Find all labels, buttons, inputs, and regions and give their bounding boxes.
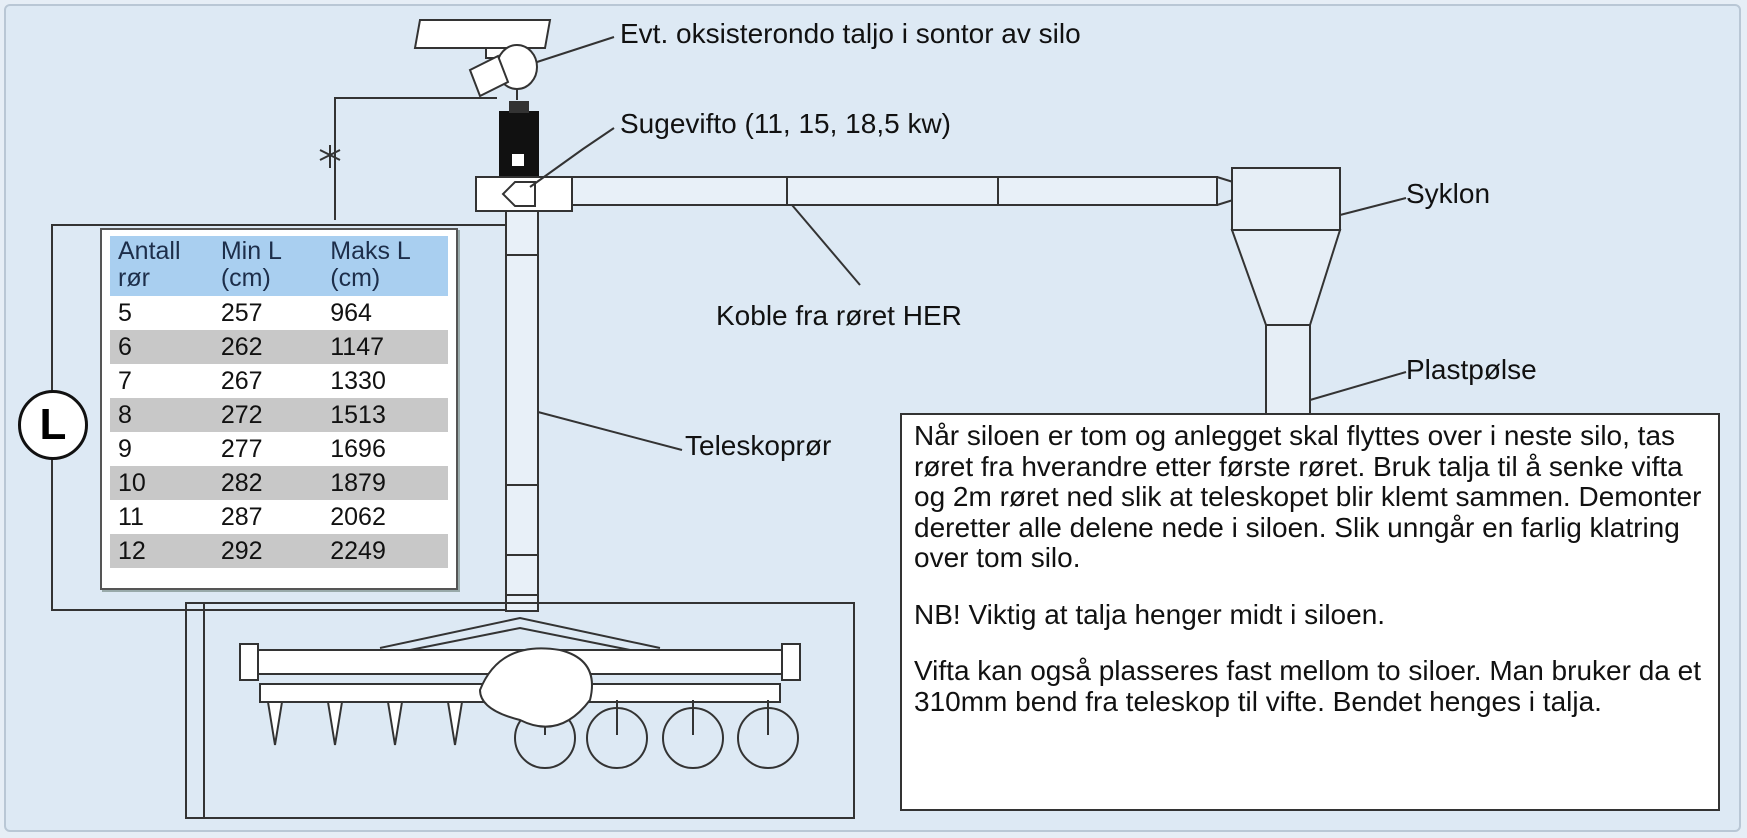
instructions-box: Når siloen er tom og anlegget skal flytt… <box>900 413 1720 811</box>
table-cell: 262 <box>212 330 323 364</box>
fan-motor <box>499 111 539 178</box>
table-cell: 964 <box>330 299 372 327</box>
table-row: 5 257 964 <box>110 296 448 330</box>
header-min-length: Min L (cm) <box>212 236 323 296</box>
header-max-length: Maks L (cm) <box>322 236 448 296</box>
table-cell: 1330 <box>330 367 386 395</box>
table-cell: 8 <box>110 398 213 432</box>
instruction-paragraph: Når siloen er tom og anlegget skal flytt… <box>914 420 1702 573</box>
table-cell: 282 <box>212 466 323 500</box>
table-cell: 292 <box>212 534 323 568</box>
rope-clamp <box>319 145 341 168</box>
rotor-discs <box>514 700 799 769</box>
table-cell: 277 <box>220 435 263 463</box>
fan-label: Sugevifto (11, 15, 18,5 kw) <box>620 108 951 139</box>
table-cell: 1879 <box>322 466 448 500</box>
pipe-length-table-box: Antall rør Min L (cm) Maks L (cm) 5 257 … <box>100 228 458 590</box>
length-badge: L <box>18 390 88 460</box>
table-row: 8 272 1513 <box>110 398 448 432</box>
header-count: Antall rør <box>110 236 213 296</box>
disconnect-label: Koble fra røret HER <box>716 300 962 331</box>
cyclone-body <box>1231 167 1341 231</box>
table-cell: 11 <box>118 503 144 531</box>
horizontal-pipe <box>571 176 1218 206</box>
table-cell: 5 <box>118 299 132 327</box>
telescope-pipe <box>505 210 539 612</box>
table-cell: 2062 <box>330 503 386 531</box>
hoist-label: Evt. oksisterondo taljo i sontor av silo <box>620 18 1081 49</box>
pipe-length-table: Antall rør Min L (cm) Maks L (cm) 5 257 … <box>110 236 448 568</box>
table-row: 6 262 1147 <box>110 330 448 364</box>
hoist-housing <box>413 19 552 49</box>
table-cell: 1513 <box>322 398 448 432</box>
table-cell: 267 <box>220 367 263 395</box>
instruction-paragraph: NB! Viktig at talja henger midt i siloen… <box>914 598 1386 630</box>
table-cell: 12 <box>110 534 213 568</box>
table-cell: 10 <box>110 466 213 500</box>
cyclone-label: Syklon <box>1406 178 1491 209</box>
table-cell: 272 <box>212 398 323 432</box>
table-cell: 287 <box>220 503 263 531</box>
table-cell: 257 <box>220 299 263 327</box>
plastic-hose-label: Plastpølse <box>1406 354 1537 385</box>
table-row: 9 277 1696 <box>110 432 448 466</box>
table-row: 12 292 2249 <box>110 534 448 568</box>
rotor-tines <box>266 701 464 746</box>
telescope-label: Teleskoprør <box>685 430 832 461</box>
table-row: 11 287 2062 <box>110 500 448 534</box>
table-row: 10 282 1879 <box>110 466 448 500</box>
silo-box <box>185 602 855 819</box>
table-cell: 2249 <box>322 534 448 568</box>
table-cell: 1696 <box>330 435 386 463</box>
table-cell: 1147 <box>322 330 448 364</box>
table-header-row: Antall rør Min L (cm) Maks L (cm) <box>110 236 448 296</box>
table-cell: 7 <box>118 367 132 395</box>
table-cell: 9 <box>118 435 132 463</box>
instruction-paragraph: Vifta kan også plasseres fast mellom to … <box>914 655 1701 717</box>
table-cell: 6 <box>110 330 213 364</box>
table-row: 7 267 1330 <box>110 364 448 398</box>
